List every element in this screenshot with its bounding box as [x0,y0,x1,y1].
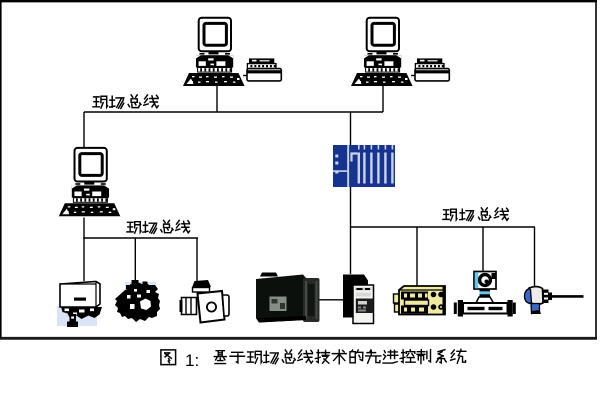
svg-text:1:: 1: [185,351,199,370]
